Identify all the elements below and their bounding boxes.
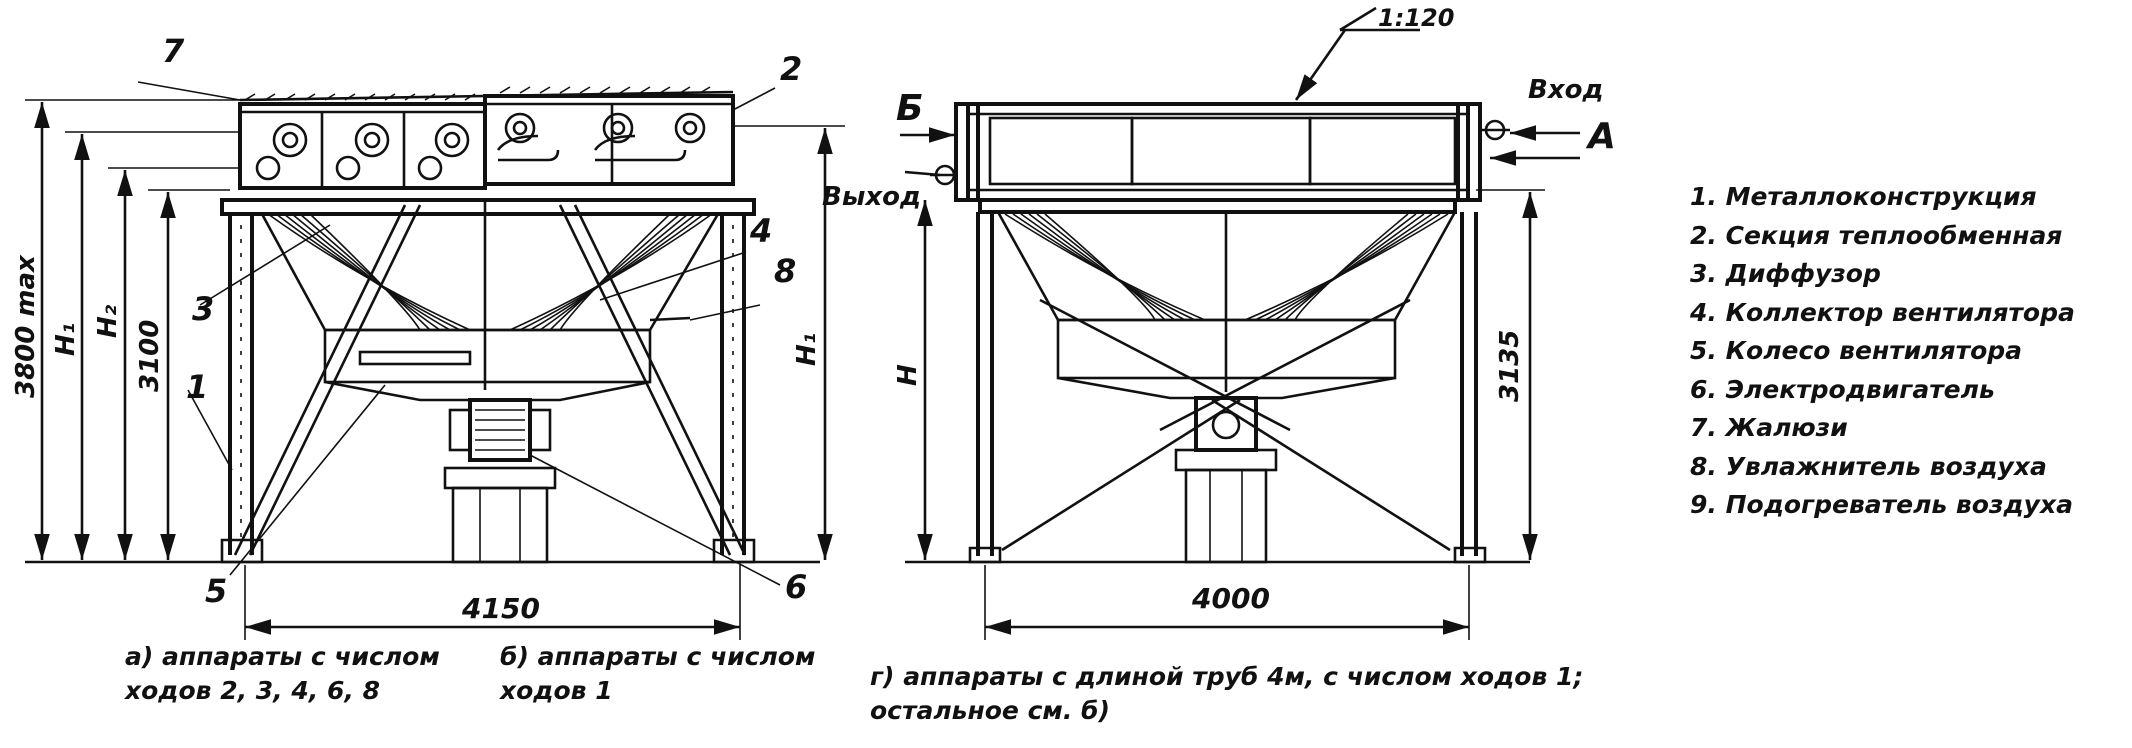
legend-item-9: 9. Подогреватель воздуха	[1690, 490, 2073, 519]
caption-g-line-1: г) аппараты с длиной труб 4м, с числом х…	[870, 662, 1584, 691]
heat-exchanger-section-right	[930, 102, 1510, 202]
dim-4000: 4000	[1191, 582, 1270, 615]
marker-b: Б	[896, 88, 923, 129]
callout-1: 1	[186, 368, 208, 406]
callout-7: 7	[162, 32, 185, 70]
fan-motor-right	[1174, 396, 1278, 564]
dim-h: H	[893, 364, 923, 386]
diffuser-right	[996, 211, 1457, 400]
fan-motor-left	[443, 398, 557, 564]
dim-h1-right: H₁	[792, 333, 822, 366]
caption-a: а) аппараты с числом ходов 2, 3, 4, 6, 8	[125, 640, 440, 708]
legend-item-6: 6. Электродвигатель	[1690, 374, 1995, 404]
legend-item-4: 4. Коллектор вентилятора	[1690, 297, 2075, 327]
legend-item-3: 3. Диффузор	[1690, 259, 1881, 288]
callout-6: 6	[785, 568, 807, 606]
caption-b: б) аппараты с числом ходов 1	[500, 640, 815, 708]
legend-item-7: 7. Жалюзи	[1690, 413, 1848, 442]
dim-4150: 4150	[461, 592, 540, 625]
heat-exchanger-sections-left	[238, 86, 735, 190]
inlet-label: Вход	[1528, 75, 1603, 105]
caption-g-line-2: остальное см. б)	[870, 696, 1110, 725]
callout-leaders-left	[137, 81, 781, 586]
marker-a: А	[1585, 116, 1616, 157]
dimension-lines-right	[917, 189, 1545, 640]
legend-item-8: 8. Увлажнитель воздуха	[1690, 451, 2047, 481]
caption-a-line-1: а) аппараты с числом	[125, 642, 440, 671]
legend-item-1: 1. Металлоконструкция	[1690, 182, 2037, 211]
dim-3800-max: 3800 max	[11, 254, 41, 398]
support-frame-right	[968, 198, 1487, 564]
caption-a-line-2: ходов 2, 3, 4, 6, 8	[125, 676, 380, 705]
diffuser-left	[260, 213, 720, 402]
callout-3: 3	[192, 290, 214, 328]
outlet-label: Выход	[822, 182, 921, 212]
caption-g: г) аппараты с длиной труб 4м, с числом х…	[870, 660, 1583, 728]
callout-4: 4	[749, 212, 772, 250]
dim-h1-left: H₁	[51, 323, 81, 356]
legend-item-5: 5. Колесо вентилятора	[1690, 336, 2023, 365]
flow-arrows	[900, 125, 1580, 177]
left-elevation-view: 3800 max H₁ H₂ 3100 H₁ 4150 7 2 3 1 4 8 …	[11, 32, 845, 640]
right-elevation-view: 1:120 Б А Вход Выход H 3135 4000	[822, 4, 1616, 640]
scale-label: 1:120	[1378, 4, 1454, 32]
caption-b-line-2: ходов 1	[500, 676, 613, 705]
dim-3100: 3100	[135, 320, 165, 392]
support-frame-left	[220, 198, 756, 564]
scale-leader	[1294, 6, 1420, 101]
legend-item-2: 2. Секция теплообменная	[1690, 220, 2063, 250]
parts-legend: 1. Металлоконструкция 2. Секция теплообм…	[1690, 178, 2075, 525]
caption-b-line-1: б) аппараты с числом	[500, 642, 816, 671]
dim-h2: H₂	[93, 304, 123, 338]
dim-3135: 3135	[1495, 330, 1525, 402]
dimension-lines-left	[25, 99, 845, 640]
callout-8: 8	[774, 252, 796, 290]
callout-5: 5	[205, 572, 227, 610]
callout-2: 2	[780, 50, 802, 88]
